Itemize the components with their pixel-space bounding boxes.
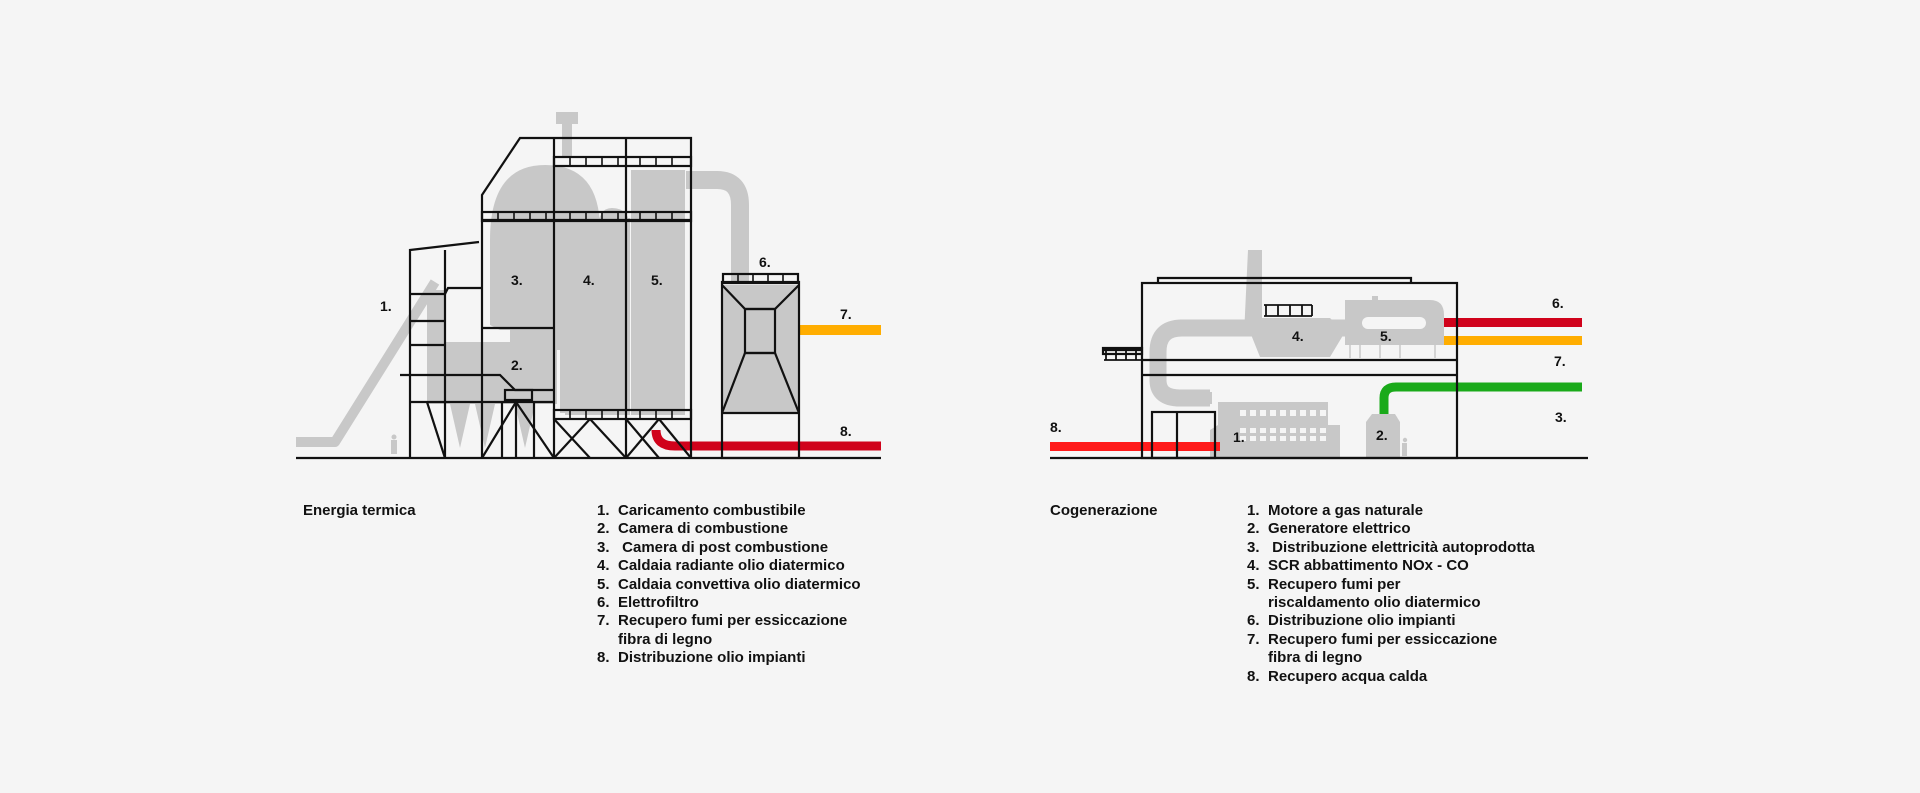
thermal-structure-lines — [296, 136, 881, 460]
legend-item: 4.SCR abbattimento NOx - CO — [1247, 557, 1469, 575]
hot-water-pipe — [1050, 442, 1220, 451]
thermal-plant-diagram: 1. 2. 3. 4. 5. 6. 7. 8. — [296, 112, 881, 460]
scr-unit — [1250, 318, 1345, 357]
combustion-chamber — [427, 342, 557, 404]
thermal-caption: Energia termica — [303, 502, 416, 519]
legend-item: 7.Recupero fumi per essiccazione fibra d… — [1247, 630, 1498, 667]
cogeneration-plant-diagram: 1. 2. 3. 4. 5. 6. 7. 8. — [1050, 250, 1588, 460]
oil-distribution-pipe — [651, 429, 881, 451]
legend-item: 3. Camera di post combustione — [597, 538, 829, 556]
cogeneration-marker-2: 2. — [1376, 427, 1388, 443]
legend-item: 5.Caldaia convettiva olio diatermico — [597, 575, 861, 593]
electrofilter-body — [722, 285, 798, 413]
thermal-marker-5: 5. — [651, 272, 663, 288]
thermal-marker-1: 1. — [380, 298, 392, 314]
building-outline — [1140, 281, 1459, 460]
thermal-grate-dividers — [497, 157, 784, 419]
oil-distribution-pipe — [1444, 318, 1582, 327]
cogeneration-marker-6: 6. — [1552, 295, 1564, 311]
legend-item: 8.Distribuzione olio impianti — [597, 649, 806, 667]
legend-item: 6.Elettrofiltro — [597, 594, 699, 612]
legend-item: 1.Caricamento combustibile — [597, 502, 806, 519]
person-figure-head — [1402, 437, 1408, 443]
boiler-cutout — [1362, 317, 1426, 329]
thermal-marker-6: 6. — [759, 254, 771, 270]
thermal-marker-8: 8. — [840, 423, 852, 439]
flue-recovery-pipe — [800, 325, 881, 335]
thermal-equipment-shapes — [296, 112, 798, 454]
radiant-boiler-body — [560, 218, 630, 413]
flue-recovery-pipe — [1444, 336, 1582, 345]
cogeneration-marker-8: 8. — [1050, 419, 1062, 435]
legend-item: 2.Camera di combustione — [597, 520, 789, 538]
legend-item: 4.Caldaia radiante olio diatermico — [597, 557, 845, 575]
person-figure-body — [1402, 443, 1407, 456]
legend-item: 6.Distribuzione olio impianti — [1247, 612, 1456, 630]
cogeneration-legend: 1.Motore a gas naturale 2.Generatore ele… — [1247, 502, 1535, 686]
exhaust-stack — [1244, 250, 1262, 335]
cogeneration-structure-lines — [1050, 276, 1588, 460]
boiler-legs — [1349, 345, 1436, 358]
hopper-3 — [515, 404, 535, 448]
convective-boiler — [631, 170, 685, 415]
cogeneration-marker-1: 1. — [1233, 429, 1245, 445]
legend-item: 8.Recupero acqua calda — [1247, 667, 1428, 685]
thermal-marker-4: 4. — [583, 272, 595, 288]
electricity-distribution-line — [1379, 382, 1582, 414]
electric-generator — [1366, 414, 1400, 458]
cogeneration-marker-7: 7. — [1554, 353, 1566, 369]
hopper-2 — [475, 404, 495, 448]
boiler-vent — [1372, 296, 1378, 302]
thermal-marker-7: 7. — [840, 306, 852, 322]
thermal-legend: 1.Caricamento combustibile 2.Camera di c… — [597, 502, 861, 668]
cogeneration-marker-4: 4. — [1292, 328, 1304, 344]
thermal-marker-3: 3. — [511, 272, 523, 288]
legend-item: 3. Distribuzione elettricità autoprodott… — [1247, 538, 1535, 556]
cogeneration-marker-5: 5. — [1380, 328, 1392, 344]
legend-item: 2.Generatore elettrico — [1247, 520, 1411, 538]
engine-windows — [1240, 410, 1326, 441]
cogeneration-equipment-shapes — [1149, 250, 1444, 458]
duct-joint — [1178, 392, 1212, 404]
legend-item: 7.Recupero fumi per essiccazione fibra d… — [597, 612, 848, 648]
person-figure-body — [391, 440, 397, 454]
fuel-conveyor — [296, 279, 440, 447]
flue-duct — [686, 171, 749, 282]
legend-item: 1.Motore a gas naturale — [1247, 502, 1424, 519]
thermal-marker-2: 2. — [511, 357, 523, 373]
legend-item: 5.Recupero fumi per riscaldamento olio d… — [1247, 575, 1481, 612]
cogeneration-caption: Cogenerazione — [1050, 502, 1158, 519]
person-figure-head — [391, 434, 397, 440]
cogeneration-marker-3: 3. — [1555, 409, 1567, 425]
cogeneration-grates — [1104, 304, 1313, 361]
exhaust-duct-loop — [1149, 319, 1210, 407]
hopper-1 — [450, 404, 470, 448]
